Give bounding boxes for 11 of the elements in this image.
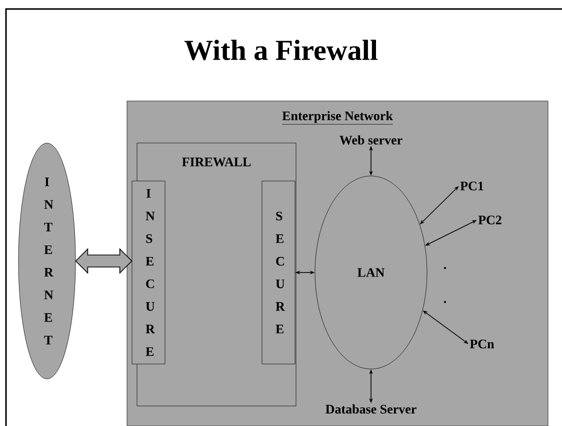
dot-label: . bbox=[444, 266, 446, 270]
block-arrow bbox=[75, 248, 132, 274]
pc-label: PC1 bbox=[460, 182, 484, 190]
pc-label: PC2 bbox=[478, 216, 502, 224]
server-label: Web server bbox=[340, 135, 402, 145]
pc-label: PCn bbox=[470, 340, 494, 348]
secure-box: S E C U R E bbox=[262, 180, 296, 364]
server-label: Database Server bbox=[326, 404, 416, 414]
insecure-box: I N S E C U R E bbox=[132, 180, 166, 364]
dot-label: . bbox=[444, 300, 446, 304]
title: With a Firewall bbox=[184, 40, 378, 60]
